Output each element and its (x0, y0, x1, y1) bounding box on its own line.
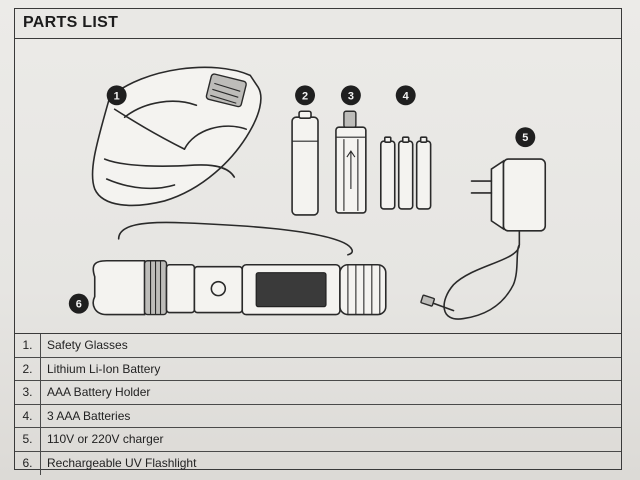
table-row: 4. 3 AAA Batteries (15, 404, 621, 428)
badge-5-label: 5 (522, 132, 528, 144)
row-label: 110V or 220V charger (47, 432, 164, 446)
table-row: 6. Rechargeable UV Flashlight (15, 451, 621, 475)
badge-1-label: 1 (114, 90, 120, 102)
row-label: AAA Battery Holder (47, 385, 151, 399)
safety-glasses-icon (91, 66, 262, 207)
table-row: 1. Safety Glasses (15, 334, 621, 358)
badge-1 (106, 85, 127, 106)
badge-3-label: 3 (348, 90, 354, 102)
row-label: 3 AAA Batteries (47, 408, 131, 423)
uv-flashlight-icon (92, 221, 387, 316)
row-label: Rechargeable UV Flashlight (47, 455, 197, 470)
parts-illustration: 1 2 3 (68, 66, 547, 320)
row-label: Safety Glasses (47, 338, 128, 352)
row-label: Lithium Li-Ion Battery (47, 361, 161, 376)
row-number: 6. (15, 451, 41, 475)
table-row: 2. Lithium Li-Ion Battery (15, 357, 621, 381)
li-ion-battery-icon (291, 110, 319, 216)
row-number: 3. (15, 381, 41, 404)
aaa-batteries-icon (379, 136, 432, 210)
row-number: 4. (15, 404, 41, 427)
charger-icon (420, 158, 547, 320)
table-row: 3. AAA Battery Holder (15, 381, 621, 405)
row-number: 2. (15, 357, 41, 380)
page-title: PARTS LIST (23, 14, 119, 31)
parts-list-frame: PARTS LIST 1 (14, 8, 622, 475)
title-bar: PARTS LIST (15, 9, 621, 39)
badge-5 (515, 127, 536, 148)
badge-2-label: 2 (302, 90, 308, 102)
badge-4-label: 4 (403, 90, 410, 102)
aaa-battery-holder-icon (335, 110, 367, 214)
badge-4 (395, 85, 416, 106)
parts-table: 1. Safety Glasses 2. Lithium Li-Ion Batt… (15, 333, 621, 475)
badge-2 (295, 85, 316, 106)
badge-3 (340, 85, 361, 106)
badge-6 (68, 293, 89, 314)
row-number: 1. (15, 334, 41, 357)
table-row: 5. 110V or 220V charger (15, 428, 621, 452)
badge-6-label: 6 (76, 299, 82, 311)
row-number: 5. (15, 428, 41, 451)
